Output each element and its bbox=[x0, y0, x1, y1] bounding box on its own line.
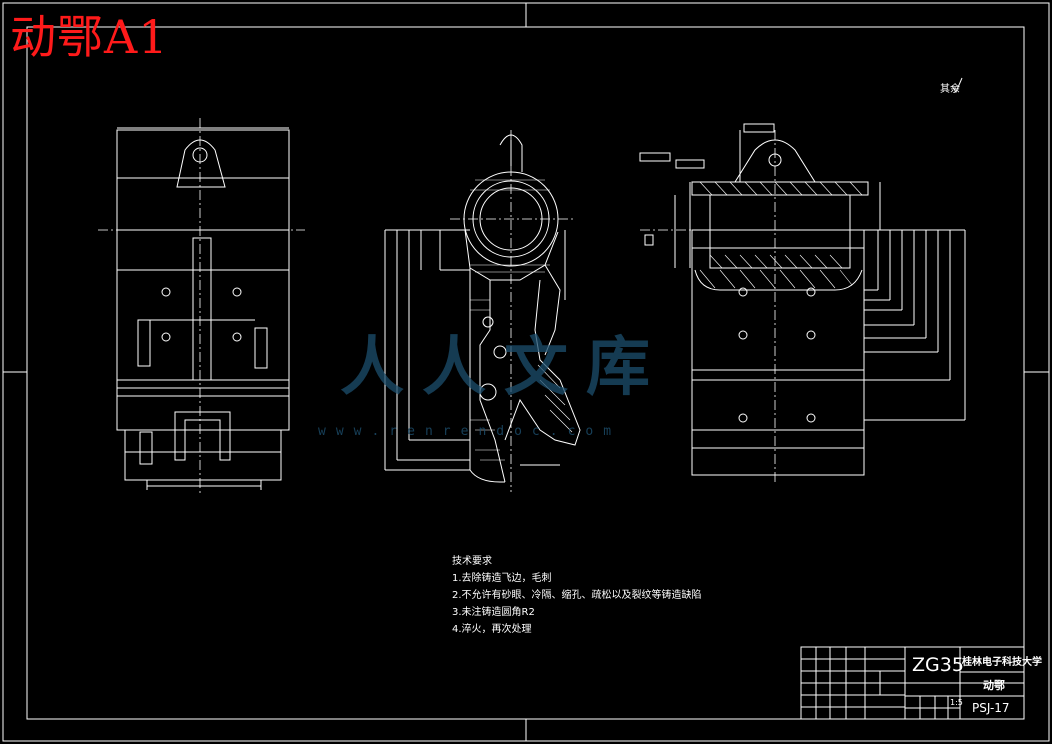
scale-value: 1:5 bbox=[950, 698, 963, 707]
roughness-note: 其余 bbox=[940, 84, 960, 95]
drawing-number: PSJ-17 bbox=[972, 701, 1010, 715]
title-block bbox=[800, 646, 1025, 720]
note-item: 1.去除铸造飞边，毛刺 bbox=[452, 573, 552, 584]
material-label: ZG35 bbox=[912, 654, 964, 676]
drawing-title: 动鄂A1 bbox=[10, 10, 169, 64]
notes-heading: 技术要求 bbox=[452, 556, 492, 567]
section-view bbox=[639, 123, 966, 476]
note-item: 4.淬火，再次处理 bbox=[452, 624, 532, 635]
note-item: 3.未注铸造圆角R2 bbox=[452, 607, 535, 618]
technical-requirements: 技术要求 1.去除铸造飞边，毛刺 2.不允许有砂眼、冷隔、缩孔、疏松以及裂纹等铸… bbox=[452, 553, 702, 638]
part-name: 动鄂 bbox=[983, 679, 1005, 692]
note-item: 2.不允许有砂眼、冷隔、缩孔、疏松以及裂纹等铸造缺陷 bbox=[452, 590, 702, 601]
school-name: 桂林电子科技大学 bbox=[962, 657, 1042, 668]
left-view bbox=[116, 127, 290, 490]
